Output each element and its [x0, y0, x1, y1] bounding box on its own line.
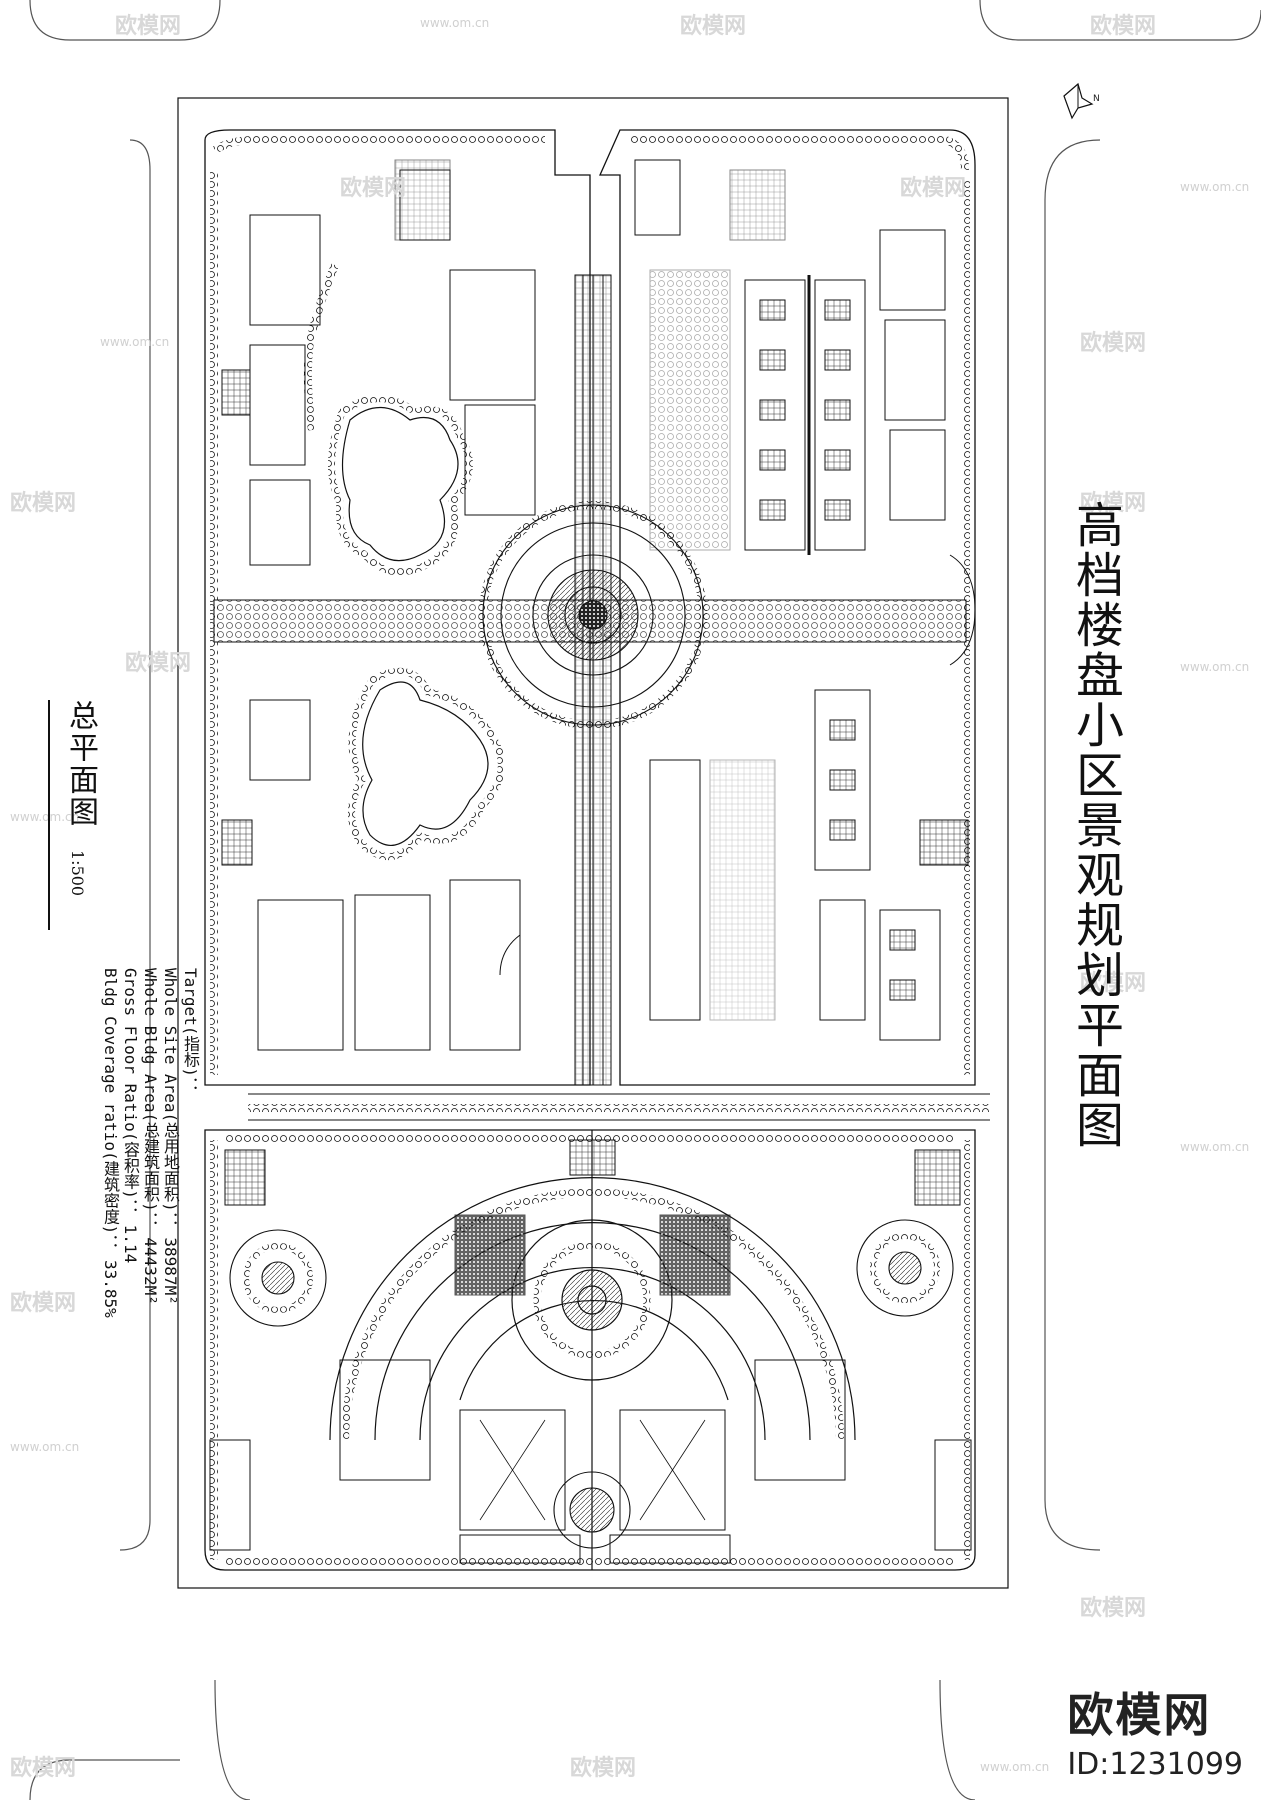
watermark-logo: 欧模网: [1090, 14, 1157, 39]
stat-row: Bldg Coverage ratio(建筑密度)： 33.85%: [100, 968, 120, 1628]
watermark-logo: 欧模网: [340, 176, 407, 201]
watermark-logo: 欧模网: [10, 491, 77, 516]
central-plaza: [479, 501, 707, 729]
watermark-logo: 欧模网: [1080, 491, 1147, 516]
stat-row: Whole Bldg Area(总建筑面积)： 44432M²: [140, 968, 160, 1628]
lower-site-block: [204, 1129, 976, 1571]
watermark-url: www.om.cn: [10, 810, 80, 824]
north-label: N: [1093, 94, 1100, 104]
upper-left-buildings: [221, 159, 536, 566]
drawing-border: [177, 97, 1009, 1589]
watermark-logo: 欧模网: [1080, 331, 1147, 356]
frame-curves: [29, 0, 1261, 1800]
stat-row: Whole Site Area(总用地面积)： 38987M²: [160, 968, 180, 1628]
stat-value: 1.14: [121, 1224, 140, 1264]
watermark-logo: 欧模网: [10, 1291, 77, 1316]
side-plazas: [229, 1219, 954, 1549]
site-stats: Target(指标)： Whole Site Area(总用地面积)： 3898…: [100, 968, 200, 1628]
stat-label: Gross Floor Ratio(容积率)：: [121, 968, 140, 1216]
lower-semicircle: [329, 1130, 856, 1570]
watermark-logo: 欧模网: [680, 14, 747, 39]
central-boulevard: [574, 274, 612, 1086]
stat-label: Target(指标)：: [181, 968, 200, 1094]
lower-lots: [209, 1139, 972, 1564]
watermark-logo: 欧模网: [115, 14, 182, 39]
watermark-url: www.om.cn: [1180, 660, 1250, 674]
drawing-subtitle: 总平面图: [63, 700, 98, 828]
watermark-url: www.om.cn: [100, 335, 170, 349]
brand-logo: 欧模网: [1067, 1688, 1212, 1742]
watermark-url: www.om.cn: [980, 1760, 1050, 1774]
scale-label: 1:500: [68, 850, 87, 897]
brand-id: ID:1231099: [1067, 1747, 1243, 1782]
brand-block: 欧模网 ID:1231099: [1067, 1679, 1243, 1782]
watermark-logo: 欧模网: [10, 1756, 77, 1781]
lower-lake: [348, 668, 505, 860]
stat-value: 38987M²: [161, 1237, 180, 1305]
watermark-logo: 欧模网: [900, 176, 967, 201]
stat-label: Bldg Coverage ratio(建筑密度)：: [101, 968, 120, 1251]
watermark-logo: 欧模网: [1080, 971, 1147, 996]
watermark-url: www.om.cn: [420, 16, 490, 30]
watermark-logo: 欧模网: [1080, 1596, 1147, 1621]
watermark-url: www.om.cn: [1180, 1140, 1250, 1154]
stat-row: Gross Floor Ratio(容积率)： 1.14: [120, 968, 140, 1628]
mid-left-buildings: [221, 699, 521, 1051]
stat-label: Whole Bldg Area(总建筑面积)：: [141, 968, 160, 1228]
stat-value: 33.85%: [101, 1259, 120, 1318]
lower-perimeter-trees: [210, 1134, 970, 1566]
watermark-url: www.om.cn: [1180, 180, 1250, 194]
title-underline: [48, 700, 50, 930]
upper-lake: [328, 395, 473, 576]
stat-row: Target(指标)：: [180, 968, 200, 1628]
divider-road: [248, 1093, 990, 1121]
stat-label: Whole Site Area(总用地面积)：: [161, 968, 180, 1228]
drawing-title: 高档楼盘小区景观规划平面图: [1067, 500, 1123, 1150]
watermark-logo: 欧模网: [125, 651, 192, 676]
watermark-url: www.om.cn: [10, 1440, 80, 1454]
mid-right-buildings: [649, 554, 976, 1041]
watermark-logo: 欧模网: [570, 1756, 637, 1781]
stat-value: 44432M²: [141, 1237, 160, 1305]
north-arrow-icon: [1063, 82, 1094, 120]
upper-right-housing: [634, 159, 946, 555]
